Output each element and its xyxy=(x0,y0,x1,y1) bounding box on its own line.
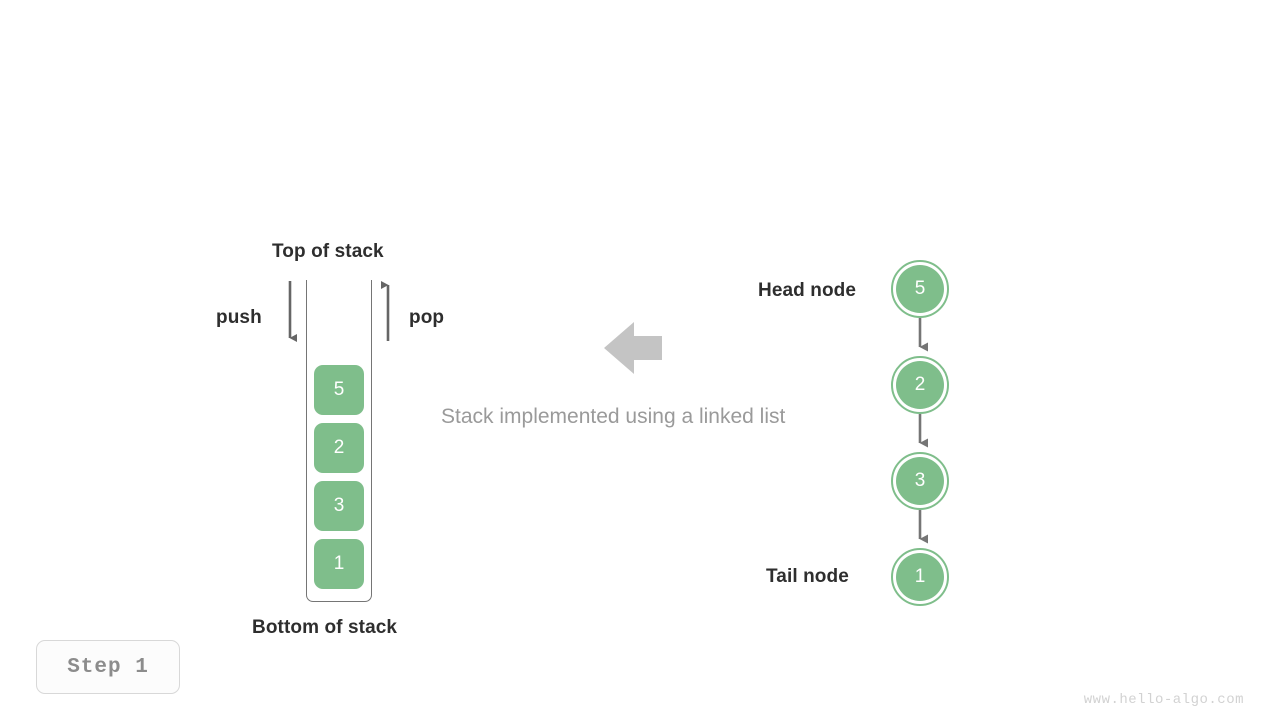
linked-list-node-value: 2 xyxy=(896,361,944,409)
linked-list-node-value: 1 xyxy=(896,553,944,601)
stack-cell[interactable]: 3 xyxy=(314,481,364,531)
linked-list-node[interactable]: 1 xyxy=(891,548,949,606)
stack-cell-list: 5 2 3 1 xyxy=(314,365,364,589)
stack-arrows-layer xyxy=(288,281,390,342)
diagram-caption: Stack implemented using a linked list xyxy=(441,405,786,428)
linked-list-diagram: Head node Tail node 5 2 xyxy=(660,0,1280,720)
stack-cell[interactable]: 5 xyxy=(314,365,364,415)
stack-container xyxy=(306,280,372,602)
stack-top-label: Top of stack xyxy=(272,241,384,262)
linked-list-tail-label: Tail node xyxy=(766,566,849,587)
stack-cell[interactable]: 2 xyxy=(314,423,364,473)
linked-list-node-value: 3 xyxy=(896,457,944,505)
step-badge[interactable]: Step 1 xyxy=(36,640,180,694)
stack-bottom-label: Bottom of stack xyxy=(252,617,398,638)
stack-diagram: Top of stack push pop Bottom of stack xyxy=(216,241,445,638)
stack-pop-label: pop xyxy=(409,307,445,328)
linked-list-node[interactable]: 2 xyxy=(891,356,949,414)
linked-list-node-value: 5 xyxy=(896,265,944,313)
linked-list-node[interactable]: 5 xyxy=(891,260,949,318)
stack-cell[interactable]: 1 xyxy=(314,539,364,589)
watermark: www.hello-algo.com xyxy=(1083,692,1244,708)
linked-list-arrows-layer xyxy=(918,318,928,544)
stack-push-label: push xyxy=(216,307,262,328)
linked-list-node[interactable]: 3 xyxy=(891,452,949,510)
linked-list-head-label: Head node xyxy=(758,280,857,301)
